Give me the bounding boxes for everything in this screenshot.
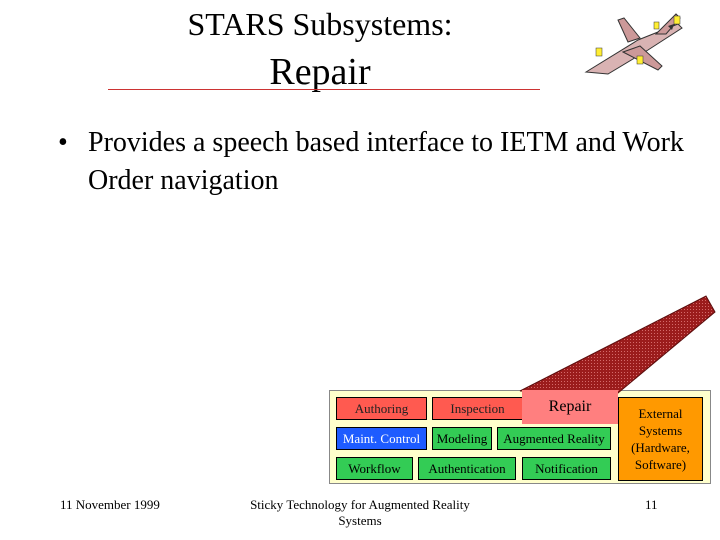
fighter-jet-icon — [584, 13, 683, 75]
slide-title-line2: Repair — [269, 51, 371, 93]
authoring-box: Authoring — [336, 397, 427, 420]
repair-box: Repair — [522, 390, 618, 424]
augmented-reality-box: Augmented Reality — [497, 427, 611, 450]
footer-title: Sticky Technology for Augmented Reality … — [250, 497, 470, 528]
maint-control-box: Maint. Control — [336, 427, 427, 450]
bullet-text: Provides a speech based interface to IET… — [88, 127, 684, 196]
title-underline — [108, 89, 540, 90]
inspection-box: Inspection — [432, 397, 523, 420]
footer-date: 11 November 1999 — [60, 497, 160, 512]
modeling-box: Modeling — [432, 427, 492, 450]
slide-title-line1: STARS Subsystems: — [187, 6, 453, 42]
authentication-box: Authentication — [418, 457, 516, 480]
notification-box: Notification — [522, 457, 611, 480]
page-number: 11 — [645, 497, 658, 512]
workflow-box: Workflow — [336, 457, 413, 480]
bullet-marker: • — [58, 127, 68, 158]
external-systems-box: External Systems (Hardware, Software) — [618, 397, 703, 481]
